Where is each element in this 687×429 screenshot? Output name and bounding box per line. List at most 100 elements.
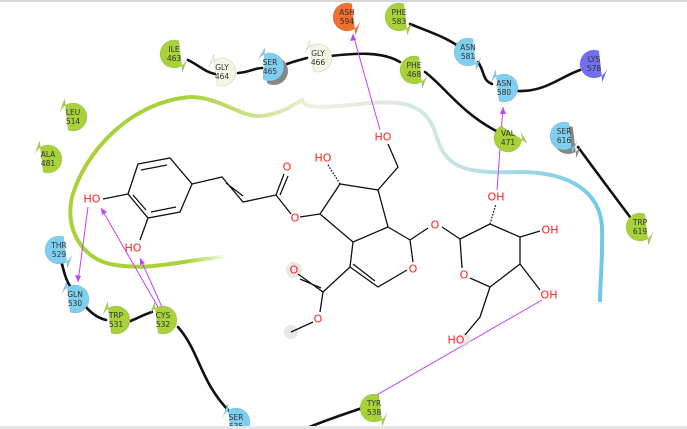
residue-shape (399, 55, 428, 89)
hbond-cys532-ho1 (100, 207, 159, 308)
residue-num: 578 (587, 64, 602, 73)
atom-label: HO (125, 242, 142, 255)
residue-shape (44, 235, 73, 269)
residue-name: ILE (168, 45, 179, 54)
residue-shape (61, 280, 90, 314)
residue-shape (159, 39, 188, 73)
residue-name: ASN (496, 79, 512, 88)
residue-name: ASH (339, 8, 355, 17)
atom-label: HO (448, 334, 465, 347)
residue-num: 529 (52, 250, 67, 259)
residue-name: LEU (66, 108, 80, 117)
residue-shape (625, 212, 654, 246)
residue-num: 466 (311, 58, 326, 67)
residue-num: 532 (156, 320, 171, 329)
residue-num: 465 (263, 67, 278, 76)
atom-label: O (314, 313, 323, 326)
residue-name: CYS (156, 311, 171, 320)
atom-label: O (283, 161, 292, 174)
hydrogen-bonds (75, 33, 543, 401)
residue-shape (579, 49, 608, 83)
atom-label: HO (84, 193, 101, 206)
residue-num: 464 (215, 72, 230, 81)
atom-label: OH (542, 224, 559, 237)
residue-num: 471 (501, 138, 516, 147)
residue-name: PHE (392, 8, 407, 17)
residue-num: 538 (367, 408, 382, 417)
residue-shape (490, 69, 519, 103)
ligand-structure (102, 143, 541, 347)
atom-label: O (290, 264, 299, 277)
residue-shape (59, 98, 88, 132)
hbond-cys532-ho2 (139, 257, 163, 308)
residue-shape (149, 301, 178, 335)
residue-num: 468 (407, 70, 422, 79)
residue-shape (384, 2, 413, 36)
residue-name: PHE (407, 61, 422, 70)
residue-name: ASN (460, 43, 476, 52)
residue-num: 616 (557, 136, 572, 145)
residue-num: 535 (229, 422, 244, 429)
residue-num: 594 (340, 17, 355, 26)
residue-num: 581 (461, 52, 476, 61)
pocket-polar-edge (189, 95, 605, 303)
residue-num: 514 (66, 117, 81, 126)
residue-name: GLY (215, 63, 229, 72)
residue-name: SER (263, 58, 278, 67)
residue-name: GLN (67, 290, 83, 299)
hbond-tyr538 (367, 299, 543, 401)
residue-shape (34, 140, 63, 174)
residue-shape (257, 47, 285, 82)
pocket-hydrophobic-edge (68, 95, 226, 269)
residue-name: TRP (632, 218, 648, 227)
residue-shape (208, 53, 237, 87)
atom-label: O (431, 219, 440, 232)
residue-name: GLY (311, 49, 325, 58)
atom-label: HO (375, 131, 392, 144)
atom-label: O (291, 212, 300, 225)
residue-name: THR (50, 241, 66, 250)
residue-shape (304, 39, 333, 73)
residue-shape (332, 2, 361, 36)
residue-name: TRP (108, 311, 124, 320)
residue-num: 531 (109, 320, 124, 329)
residue-shape (493, 125, 528, 153)
residue-num: 580 (497, 88, 512, 97)
residue-num: 481 (41, 159, 56, 168)
atom-label: O (460, 269, 469, 282)
residue-name: LYS (588, 55, 601, 64)
atom-label: HO (315, 152, 332, 165)
residue-name: SER (557, 127, 572, 136)
residue-name: SER (229, 413, 244, 422)
residue-shape (102, 301, 131, 335)
residue-name: ALA (41, 150, 56, 159)
residue-shape (549, 121, 578, 155)
residue-num: 530 (68, 299, 83, 308)
residue-num: 583 (392, 17, 407, 26)
residue-shape (359, 393, 388, 427)
residue-num: 463 (167, 54, 182, 63)
